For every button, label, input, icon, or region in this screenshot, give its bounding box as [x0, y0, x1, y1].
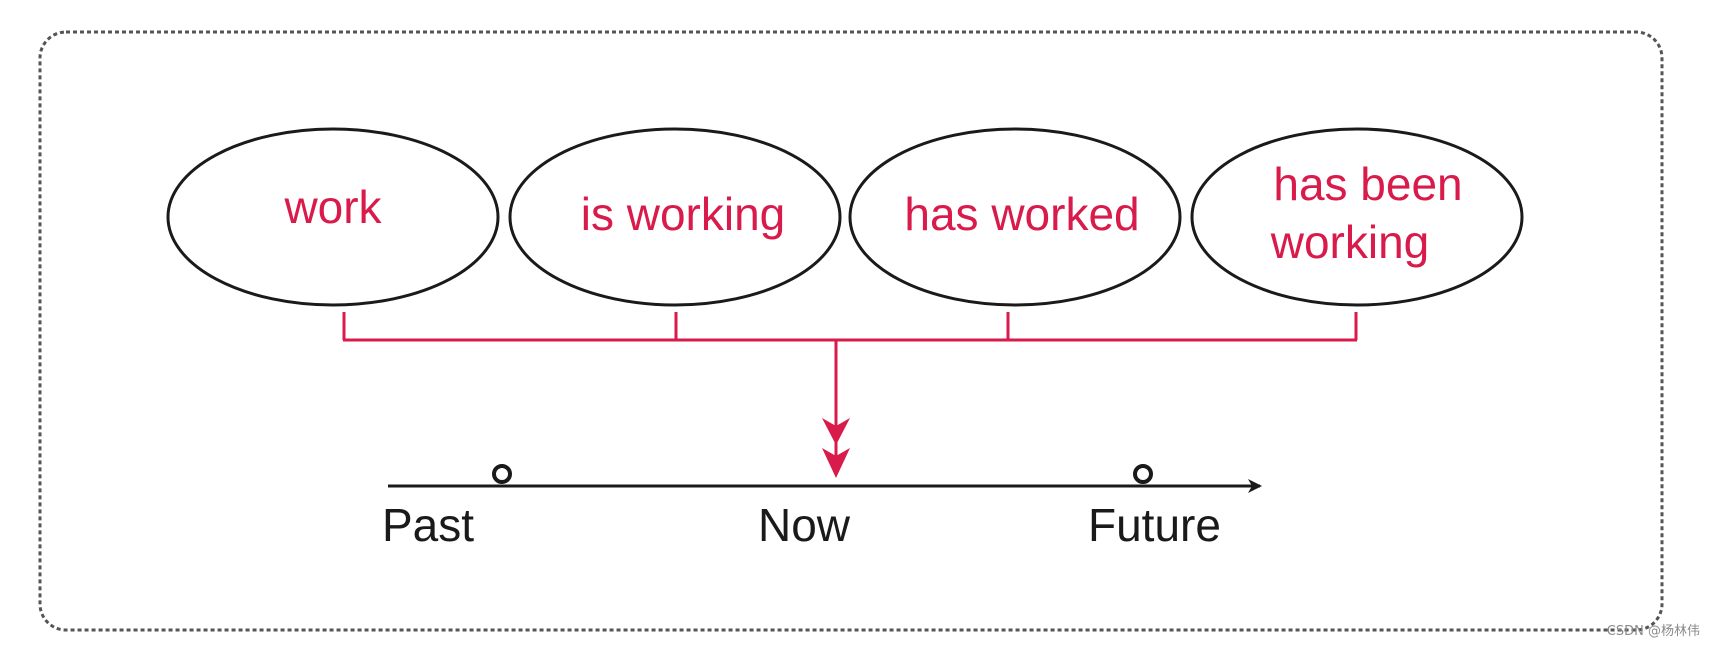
diagram-frame: [38, 30, 1664, 632]
watermark: CSDN @杨林伟: [1607, 624, 1700, 639]
tense-label-has-been: has been: [1273, 158, 1462, 210]
tense-label-work: work: [283, 181, 382, 233]
tense-ellipse-present-continuous: [508, 127, 842, 307]
tense-label-has-worked: has worked: [904, 188, 1139, 240]
tense-ellipse-present-perfect: [848, 127, 1182, 307]
past-marker: [492, 464, 512, 484]
tense-label-is-working: is working: [581, 188, 786, 240]
tense-label-working: working: [1270, 216, 1430, 268]
red-arrowhead: [822, 418, 850, 478]
future-marker: [1133, 464, 1153, 484]
past-label: Past: [382, 499, 474, 551]
tense-ellipse-present-simple: [166, 127, 500, 307]
now-label: Now: [758, 499, 851, 551]
red-bracket-connector: [342, 312, 1358, 466]
tense-ellipse-present-perfect-continuous: [1190, 127, 1524, 307]
future-label: Future: [1088, 499, 1221, 551]
